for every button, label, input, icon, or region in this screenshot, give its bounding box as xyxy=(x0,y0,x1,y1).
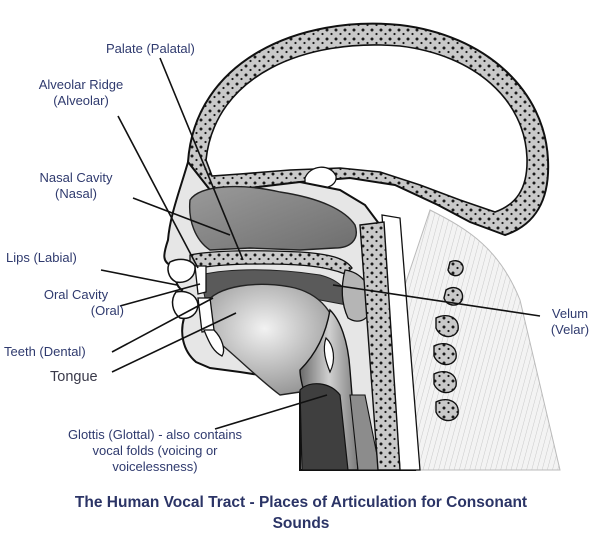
label-velum: Velum (Velar) xyxy=(540,306,600,338)
label-alveolar-ridge: Alveolar Ridge (Alveolar) xyxy=(16,77,146,109)
label-pointers xyxy=(100,57,541,430)
label-tongue: Tongue xyxy=(50,369,98,385)
label-nasal-cavity: Nasal Cavity (Nasal) xyxy=(16,170,136,202)
label-alveolar-line1: Alveolar Ridge xyxy=(38,77,124,92)
vertebrae xyxy=(433,260,464,422)
label-glottis-line3: voicelessness) xyxy=(112,459,198,474)
label-oral-line1: Oral Cavity xyxy=(43,287,109,302)
label-velum-line1: Velum xyxy=(551,306,589,321)
label-velum-line2: (Velar) xyxy=(550,322,590,337)
upper-lip xyxy=(167,258,196,284)
caption-line2: Sounds xyxy=(272,515,330,532)
label-glottis: Glottis (Glottal) - also contains vocal … xyxy=(10,427,300,475)
caption-line1: The Human Vocal Tract - Places of Articu… xyxy=(74,494,528,511)
spine-bones xyxy=(359,221,401,471)
label-nasal-line2: (Nasal) xyxy=(55,186,97,201)
nasal-cavity xyxy=(188,185,357,251)
label-oral-cavity: Oral Cavity (Oral) xyxy=(28,287,124,319)
diagram-caption: The Human Vocal Tract - Places of Articu… xyxy=(0,492,602,534)
jaw-bone xyxy=(203,329,225,357)
lower-lip xyxy=(171,290,199,320)
larynx xyxy=(299,383,349,471)
neck-muscle xyxy=(399,209,561,471)
label-lips: Lips (Labial) xyxy=(6,250,77,265)
cranium-inner xyxy=(205,44,528,213)
label-palate: Palate (Palatal) xyxy=(106,41,195,56)
label-glottis-line1: Glottis (Glottal) - also contains xyxy=(67,427,243,442)
label-glottis-line2: vocal folds (voicing or xyxy=(92,443,218,458)
label-nasal-line1: Nasal Cavity xyxy=(39,170,113,185)
label-teeth: Teeth (Dental) xyxy=(4,344,86,359)
label-alveolar-line2: (Alveolar) xyxy=(53,93,109,108)
epiglottis xyxy=(323,336,335,374)
label-oral-line2: (Oral) xyxy=(90,303,124,318)
